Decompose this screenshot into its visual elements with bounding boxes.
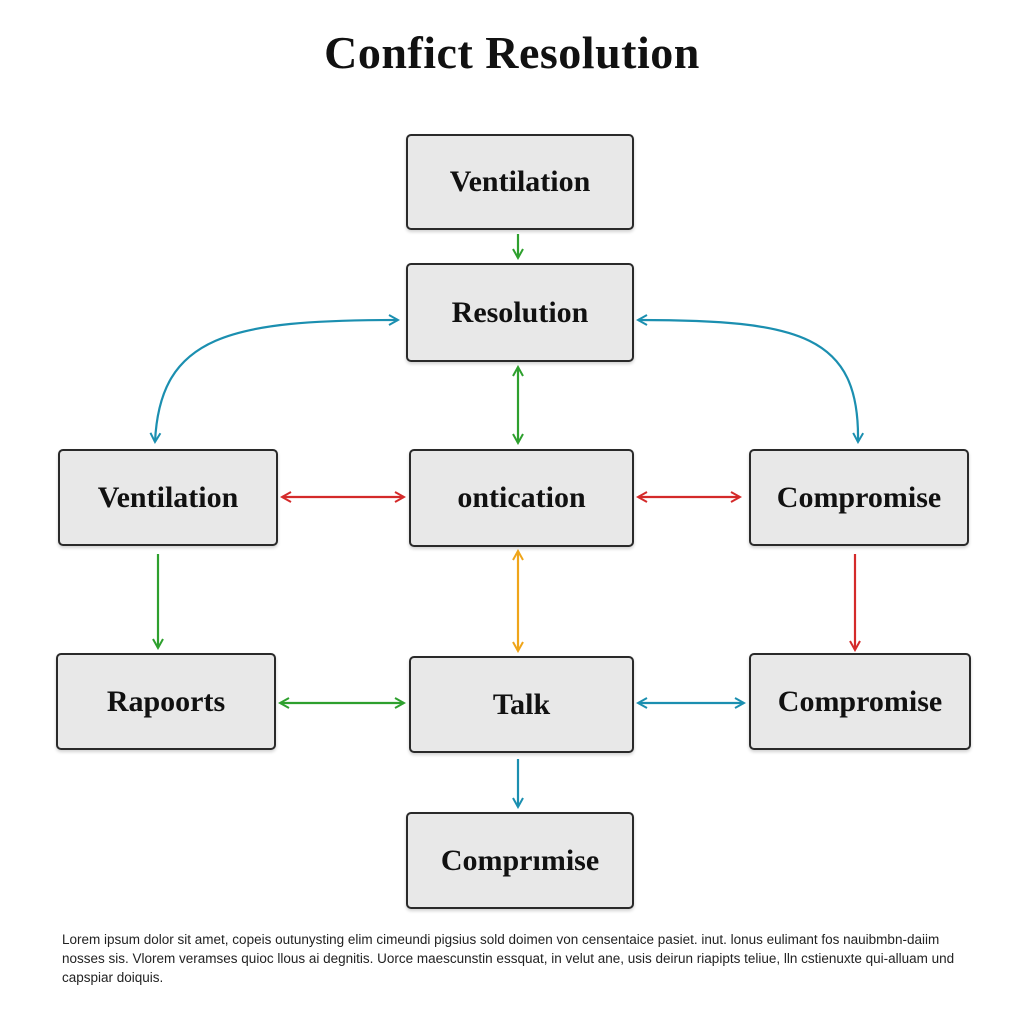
node-label: Resolution	[451, 295, 589, 329]
node-label: Rapoorts	[106, 684, 226, 718]
arrow-resolution-right-curve	[638, 320, 858, 442]
node-ventilation-left: Ventilation	[58, 449, 278, 546]
node-label: Ventilation	[449, 165, 591, 198]
node-compromise-right: Compromise	[749, 449, 969, 546]
node-resolution: Resolution	[406, 263, 634, 362]
node-ventilation-top: Ventilation	[406, 134, 634, 230]
diagram-title: Confict Resolution	[324, 27, 700, 78]
node-label: Talk	[492, 687, 551, 721]
node-talk: Talk	[409, 656, 634, 753]
node-rapoorts: Rapoorts	[56, 653, 276, 750]
node-label: ontication	[457, 481, 586, 514]
node-compromise-bottom: Comprımise	[406, 812, 634, 909]
node-label: Ventilation	[97, 480, 239, 514]
node-label: Comprımise	[440, 843, 600, 877]
node-compromise-low-right: Compromise	[749, 653, 971, 750]
node-label: Compromise	[777, 684, 943, 718]
node-label: Compromise	[776, 480, 942, 514]
caption-text: Lorem ipsum dolor sit amet, copeis outun…	[62, 932, 955, 985]
arrow-resolution-left-curve	[155, 320, 398, 442]
node-ontication: ontication	[409, 449, 634, 547]
